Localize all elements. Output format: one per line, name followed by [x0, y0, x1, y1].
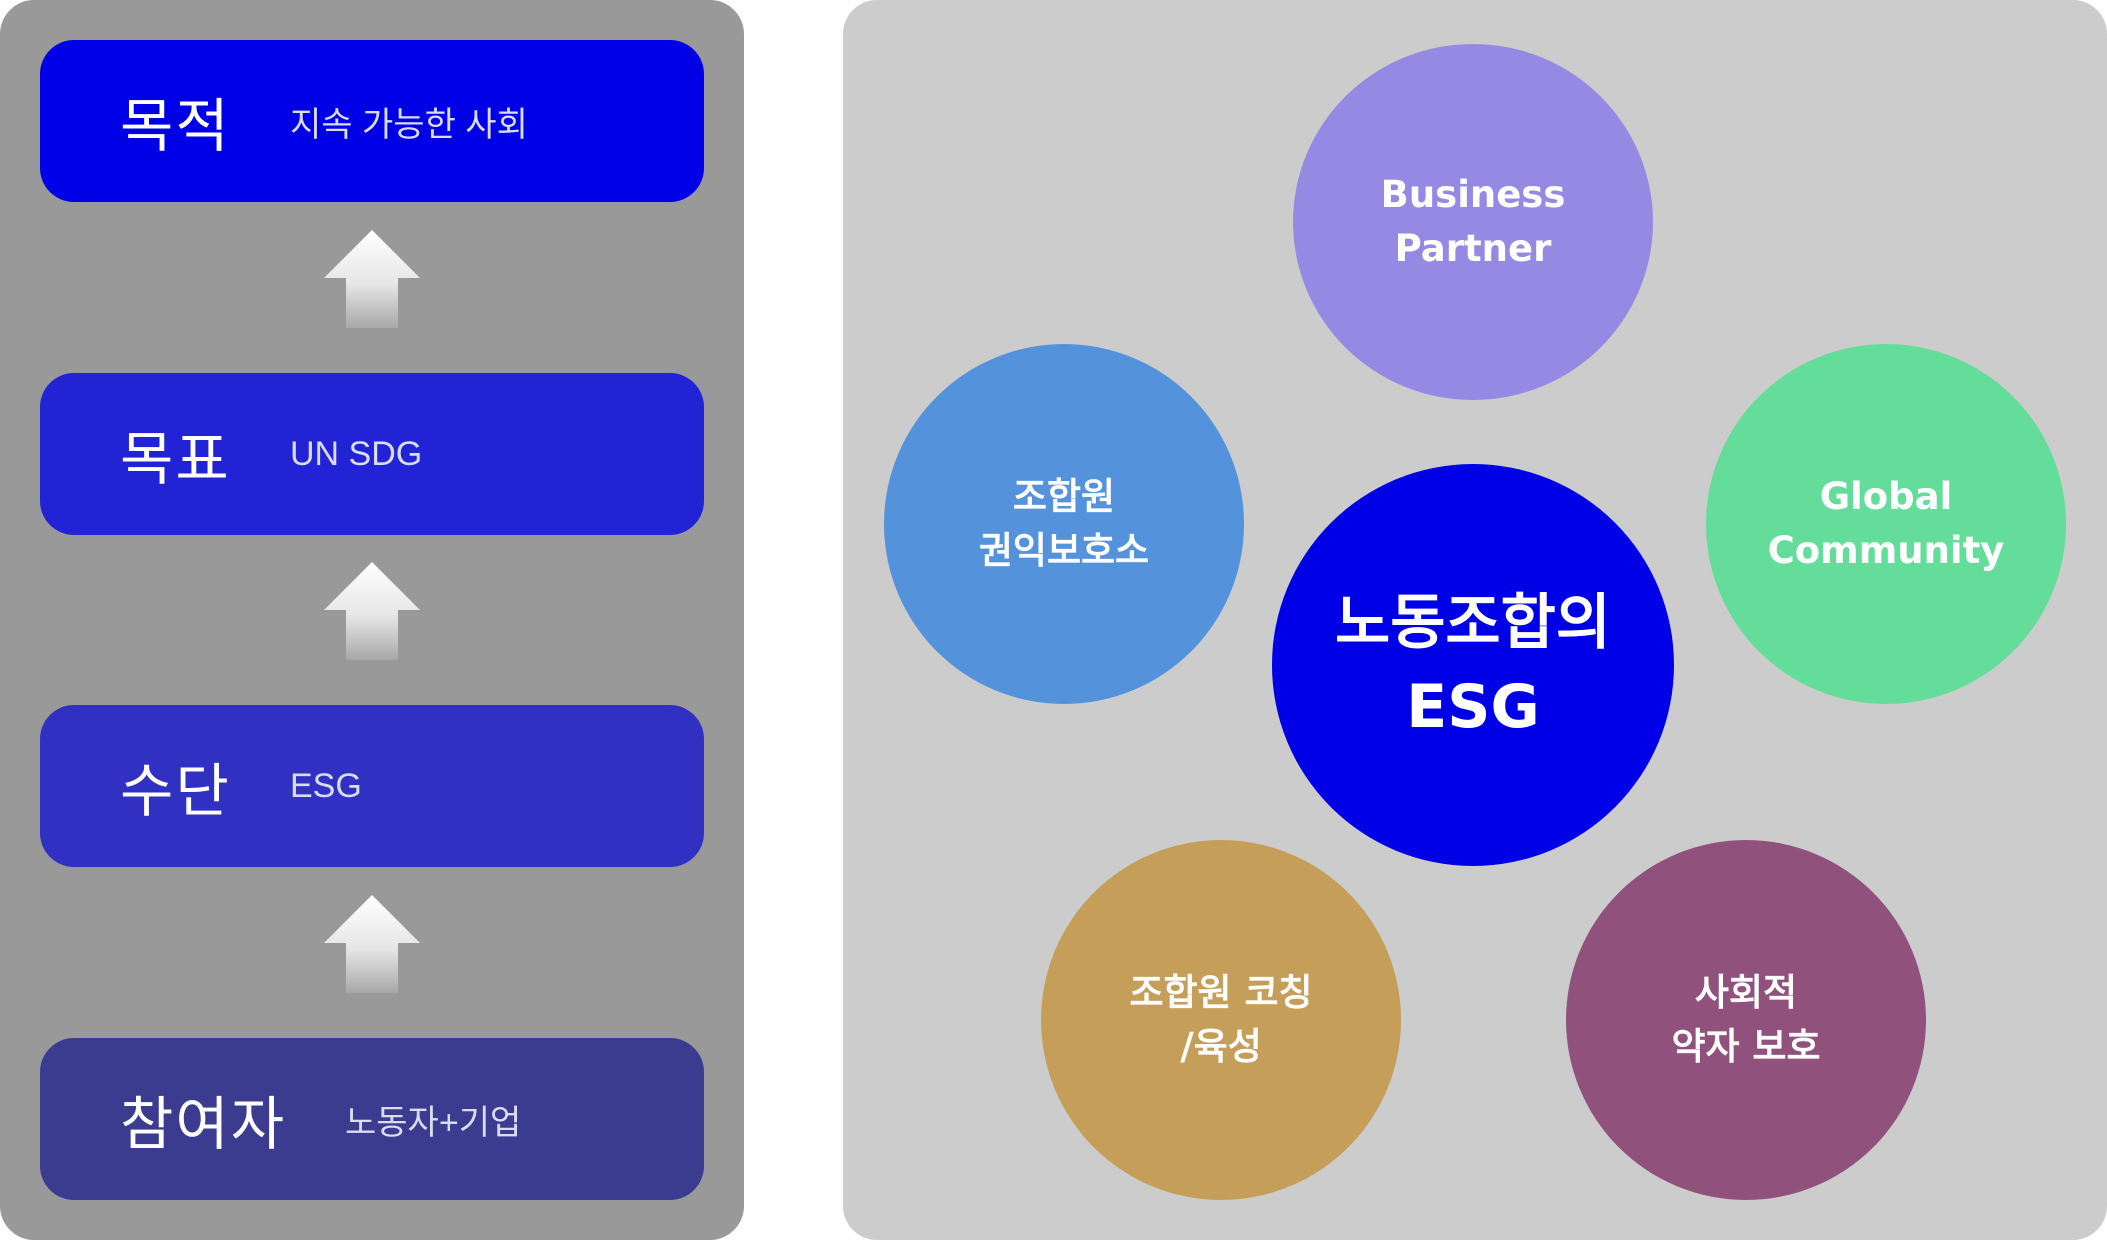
level-box-purpose: 목적 지속 가능한 사회	[40, 40, 704, 202]
level-description: ESG	[290, 766, 362, 805]
hierarchy-panel: 목적 지속 가능한 사회 목표 UN SDG 수단 ESG	[0, 0, 744, 1240]
bubble-member-coaching: 조합원 코칭 /육성	[1041, 840, 1401, 1200]
bubble-global-community: Global Community	[1706, 344, 2066, 704]
level-title: 수단	[120, 757, 231, 825]
up-arrow-icon	[324, 562, 420, 660]
bubble-label: Global Community	[1767, 475, 2005, 572]
level-title: 참여자	[120, 1090, 287, 1158]
level-title: 목표	[120, 425, 231, 493]
level-box-goal: 목표 UN SDG	[40, 373, 704, 535]
bubble-vulnerable-protection: 사회적 약자 보호	[1566, 840, 1926, 1200]
bubble-business-partner: Business Partner	[1293, 44, 1653, 400]
bubble-label: 조합원 코칭 /육성	[1129, 971, 1313, 1068]
level-description: UN SDG	[290, 434, 423, 473]
level-title: 목적	[120, 92, 231, 160]
bubble-member-rights: 조합원 권익보호소	[884, 344, 1244, 704]
bubble-label: 사회적 약자 보호	[1671, 971, 1821, 1068]
bubble-label: 노동조합의 ESG	[1335, 588, 1611, 742]
up-arrow-icon	[324, 230, 420, 328]
level-description: 지속 가능한 사회	[290, 105, 528, 144]
level-description: 노동자+기업	[345, 1103, 522, 1142]
esg-bubble-panel: Business Partner 조합원 권익보호소 Global Commun…	[843, 0, 2107, 1240]
up-arrow-icon	[324, 895, 420, 993]
bubble-label: 조합원 권익보호소	[978, 475, 1150, 572]
bubble-union-esg: 노동조합의 ESG	[1272, 464, 1674, 866]
bubble-label: Business Partner	[1380, 173, 1566, 270]
level-box-participants: 참여자 노동자+기업	[40, 1038, 704, 1200]
level-box-means: 수단 ESG	[40, 705, 704, 867]
